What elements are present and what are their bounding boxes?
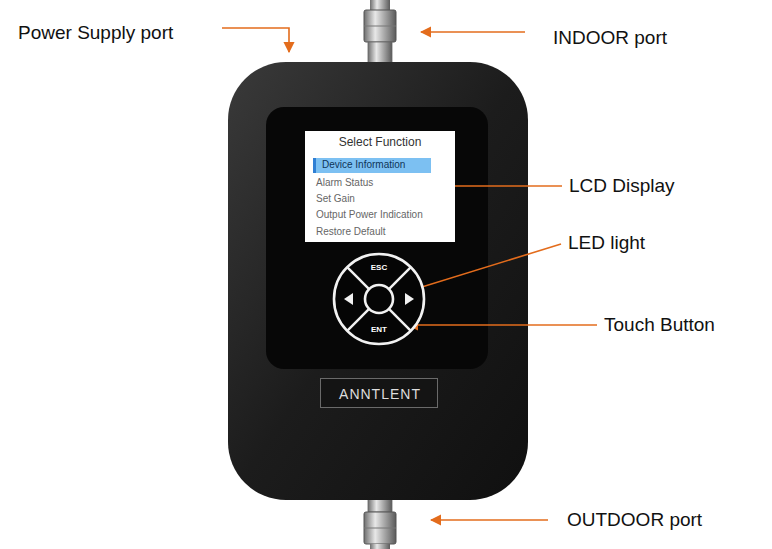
callout-label: OUTDOOR port [567, 509, 702, 531]
leader-arrow [441, 185, 562, 187]
leader-arrow [222, 28, 289, 52]
callout-label: Touch Button [604, 314, 715, 336]
menu-item: Set Gain [316, 193, 355, 205]
brand-plate: ANNTLENT [320, 378, 438, 408]
callout-label: LCD Display [569, 175, 675, 197]
button-label: ESC [332, 263, 426, 272]
leader-arrow [421, 31, 525, 33]
outdoor-connector [364, 496, 396, 549]
callout-label: Power Supply port [18, 22, 173, 44]
leader-arrow [408, 324, 597, 326]
menu-item: Device Information [322, 159, 405, 171]
touch-keypad: ESC ENT [332, 252, 426, 346]
screen-title: Select Function [305, 136, 455, 150]
indoor-connector [364, 0, 396, 64]
button-label: ENT [332, 325, 426, 334]
brand-name: ANNTLENT [321, 386, 439, 402]
menu-item: Alarm Status [316, 177, 373, 189]
menu-highlight: Device Information [313, 158, 431, 173]
leader-arrow [431, 519, 548, 521]
lcd-screen: Select FunctionAlarm StatusSet GainOutpu… [305, 131, 455, 242]
menu-item: Restore Default [316, 226, 385, 238]
callout-label: LED light [568, 232, 645, 254]
callout-label: INDOOR port [553, 27, 667, 49]
device-housing [228, 62, 528, 500]
menu-item: Output Power Indication [316, 209, 423, 221]
front-panel [266, 107, 488, 369]
